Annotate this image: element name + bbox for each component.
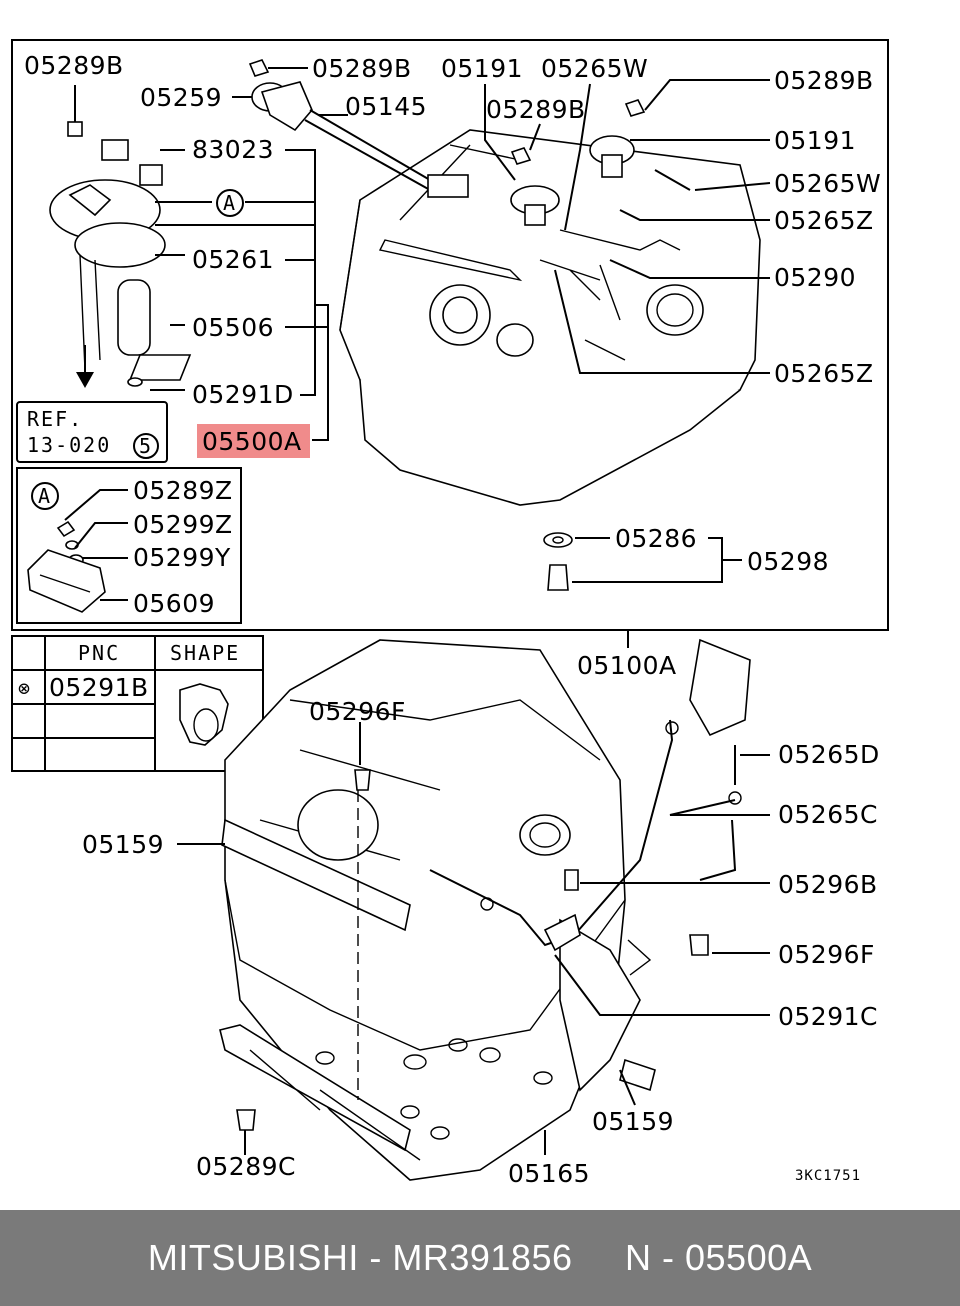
callout-a-text: A [223, 191, 237, 215]
label-05261: 05261 [192, 245, 274, 274]
label-05289B-c: 05289B [774, 66, 874, 95]
ref-line2: 13-020 [27, 433, 111, 457]
label-05296F-b: 05296F [778, 940, 875, 969]
table-header-shape: SHAPE [170, 641, 240, 665]
ref-circled-number: 5 [139, 434, 153, 458]
label-05265W-a: 05265W [541, 54, 648, 83]
label-05100A: 05100A [577, 651, 677, 680]
upper-fuel-tank [248, 59, 761, 506]
footer-sep2: - [651, 1237, 686, 1278]
shape-table [11, 635, 264, 772]
ref-circle [133, 433, 159, 459]
label-05191-a: 05191 [441, 54, 523, 83]
parts-diagram: 05289B 05259 83023 A 05261 05506 05291D … [11, 39, 889, 1188]
footer-sep1: - [358, 1237, 393, 1278]
detail-a-box [16, 467, 242, 624]
fuel-pump-assembly [49, 121, 192, 388]
label-05289Z: 05289Z [133, 476, 233, 505]
lower-fuel-tank [219, 638, 751, 1181]
label-05191-b: 05191 [774, 126, 856, 155]
highlight-05500A [197, 424, 310, 458]
table-row-pnc: 05291B [49, 673, 149, 702]
label-05290: 05290 [774, 263, 856, 292]
label-05159-b: 05159 [592, 1107, 674, 1136]
detail-a-label: A [38, 484, 52, 508]
table-row-symbol: ⊗ [18, 676, 32, 700]
label-05299Y: 05299Y [133, 543, 231, 572]
label-05259: 05259 [140, 83, 222, 112]
detail-a-parts [27, 520, 106, 613]
table-header-pnc: PNC [78, 641, 120, 665]
label-05165: 05165 [508, 1159, 590, 1188]
label-05289C: 05289C [196, 1152, 296, 1181]
label-05291C: 05291C [778, 1002, 878, 1031]
label-05289B-b: 05289B [312, 54, 412, 83]
upper-frame [11, 39, 889, 631]
label-05506: 05506 [192, 313, 274, 342]
footer-n-label: N [625, 1237, 652, 1278]
label-05265W-b: 05265W [774, 169, 881, 198]
label-05296B: 05296B [778, 870, 878, 899]
label-05286: 05286 [615, 524, 697, 553]
footer-part-number: MR391856 [392, 1237, 573, 1278]
label-05265Z-a: 05265Z [774, 206, 874, 235]
label-05289B-a: 05289B [24, 51, 124, 80]
label-05145: 05145 [345, 92, 427, 121]
label-05296F-a: 05296F [309, 697, 406, 726]
label-05500A: 05500A [202, 427, 302, 456]
callout-a-circle [216, 189, 244, 217]
ref-box [16, 401, 168, 463]
footer-bar: MITSUBISHI - MR391856 N - 05500A [0, 1210, 960, 1306]
drawing-code: 3KC1751 [795, 1168, 861, 1184]
drain-plug [543, 532, 573, 591]
label-05291D: 05291D [192, 380, 294, 409]
footer-brand: MITSUBISHI [147, 1237, 359, 1278]
label-05289B-d: 05289B [486, 95, 586, 124]
label-05609: 05609 [133, 589, 215, 618]
label-05299Z: 05299Z [133, 510, 233, 539]
label-83023: 83023 [192, 135, 274, 164]
label-05265C: 05265C [778, 800, 878, 829]
footer-gap [573, 1237, 626, 1279]
label-05298: 05298 [747, 547, 829, 576]
label-05265D: 05265D [778, 740, 880, 769]
label-05265Z-b: 05265Z [774, 359, 874, 388]
label-05159-a: 05159 [82, 830, 164, 859]
ref-line1: REF. [27, 407, 83, 431]
footer-pnc: 05500A [685, 1237, 813, 1278]
